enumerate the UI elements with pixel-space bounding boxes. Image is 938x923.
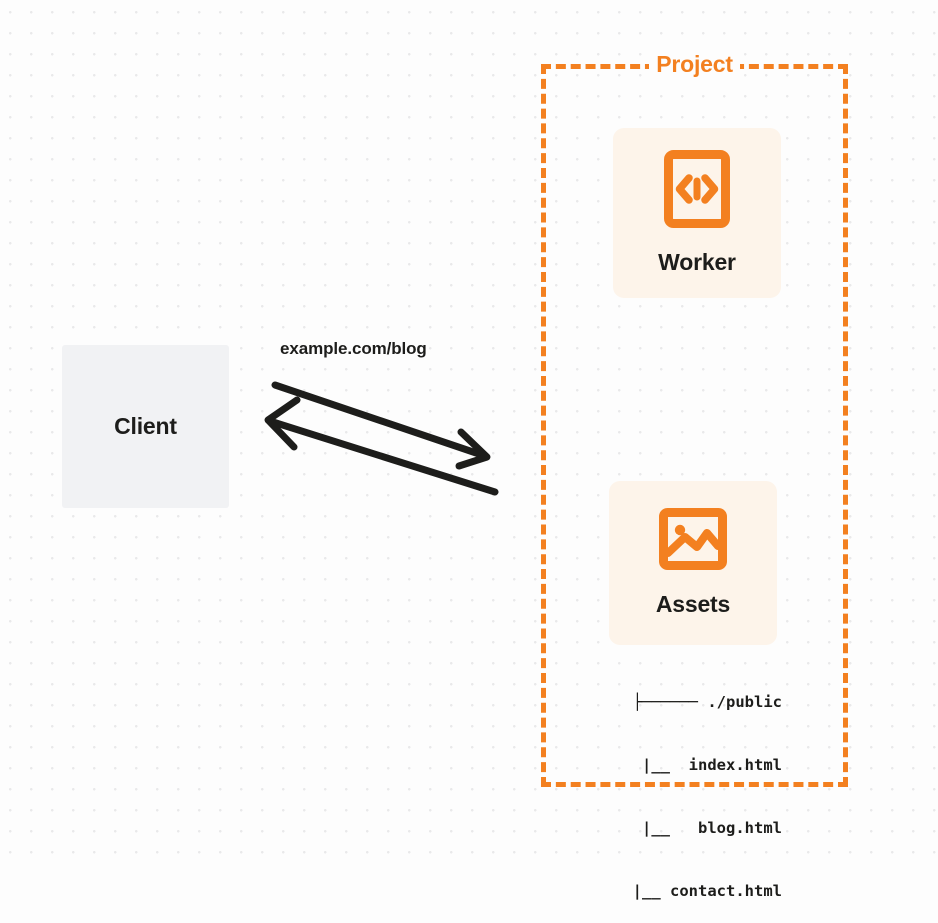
code-brackets-icon bbox=[664, 150, 730, 233]
file-tree-row: ├────── ./public bbox=[632, 693, 782, 711]
worker-node[interactable]: Worker bbox=[613, 128, 781, 298]
project-group-label-text: Project bbox=[649, 51, 740, 77]
file-tree-row: |__ blog.html bbox=[586, 819, 782, 837]
client-node[interactable]: Client bbox=[62, 345, 229, 508]
file-tree-row: |__ index.html bbox=[586, 756, 782, 774]
assets-node[interactable]: Assets bbox=[609, 481, 777, 645]
assets-node-label: Assets bbox=[655, 591, 731, 617]
client-node-label: Client bbox=[114, 413, 177, 439]
file-tree-row: |__ contact.html bbox=[604, 882, 782, 900]
request-url-label: example.com/blog bbox=[280, 339, 427, 358]
image-icon bbox=[659, 508, 727, 575]
assets-file-tree: ├────── ./public |__ index.html |__ blog… bbox=[570, 650, 782, 923]
worker-node-label: Worker bbox=[658, 249, 736, 275]
project-group-label: Project bbox=[541, 49, 848, 79]
